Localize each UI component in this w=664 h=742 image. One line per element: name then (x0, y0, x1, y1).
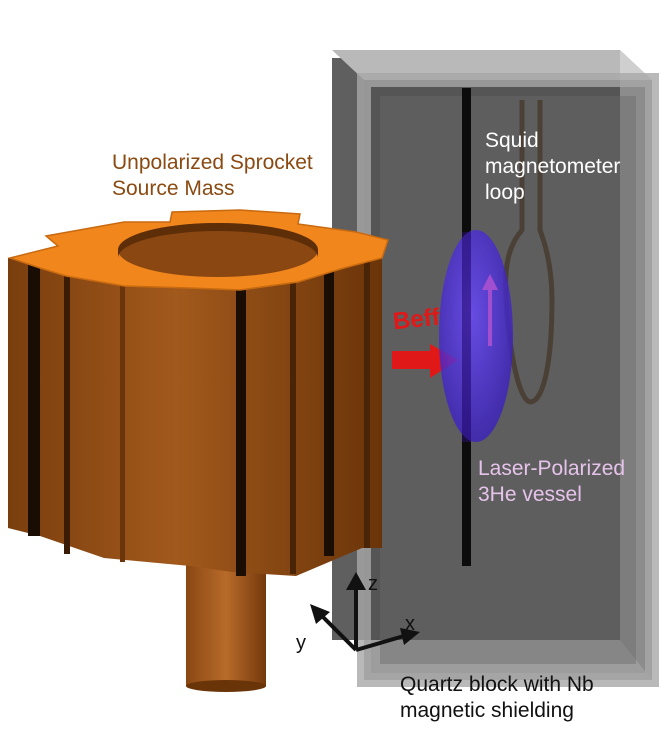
source-mass-label-line-1: Unpolarized Sprocket (112, 151, 313, 174)
quartz-label: Quartz block with Nb magnetic shielding (400, 672, 594, 724)
source-mass-label-line-2: Source Mass (112, 177, 235, 200)
quartz-label-line-2: magnetic shielding (400, 699, 574, 722)
squid-label-line-2: magnetometer (485, 155, 621, 178)
sprocket-source-mass (7, 209, 389, 576)
squid-label-line-1: Squid (485, 129, 539, 152)
axes-icon (310, 572, 420, 652)
source-mass-label: Unpolarized Sprocket Source Mass (112, 150, 313, 202)
he3-vessel (439, 230, 513, 442)
squid-label: Squid magnetometer loop (485, 128, 620, 206)
vessel-label-line-1: Laser-Polarized (478, 457, 626, 480)
axis-x-label: x (405, 613, 415, 635)
axis-z-label: z (368, 573, 378, 595)
sprocket-shaft (186, 560, 266, 692)
sprocket-hole (118, 223, 318, 277)
quartz-label-line-1: Quartz block with Nb (400, 673, 594, 696)
axis-y-label: y (296, 632, 306, 654)
block-top-face (332, 50, 652, 80)
sprocket-side (8, 258, 382, 576)
squid-label-line-3: loop (485, 181, 525, 204)
field-label: Beff (391, 303, 441, 336)
vessel-label-line-2: 3He vessel (478, 483, 582, 506)
vessel-label: Laser-Polarized 3He vessel (478, 456, 625, 508)
